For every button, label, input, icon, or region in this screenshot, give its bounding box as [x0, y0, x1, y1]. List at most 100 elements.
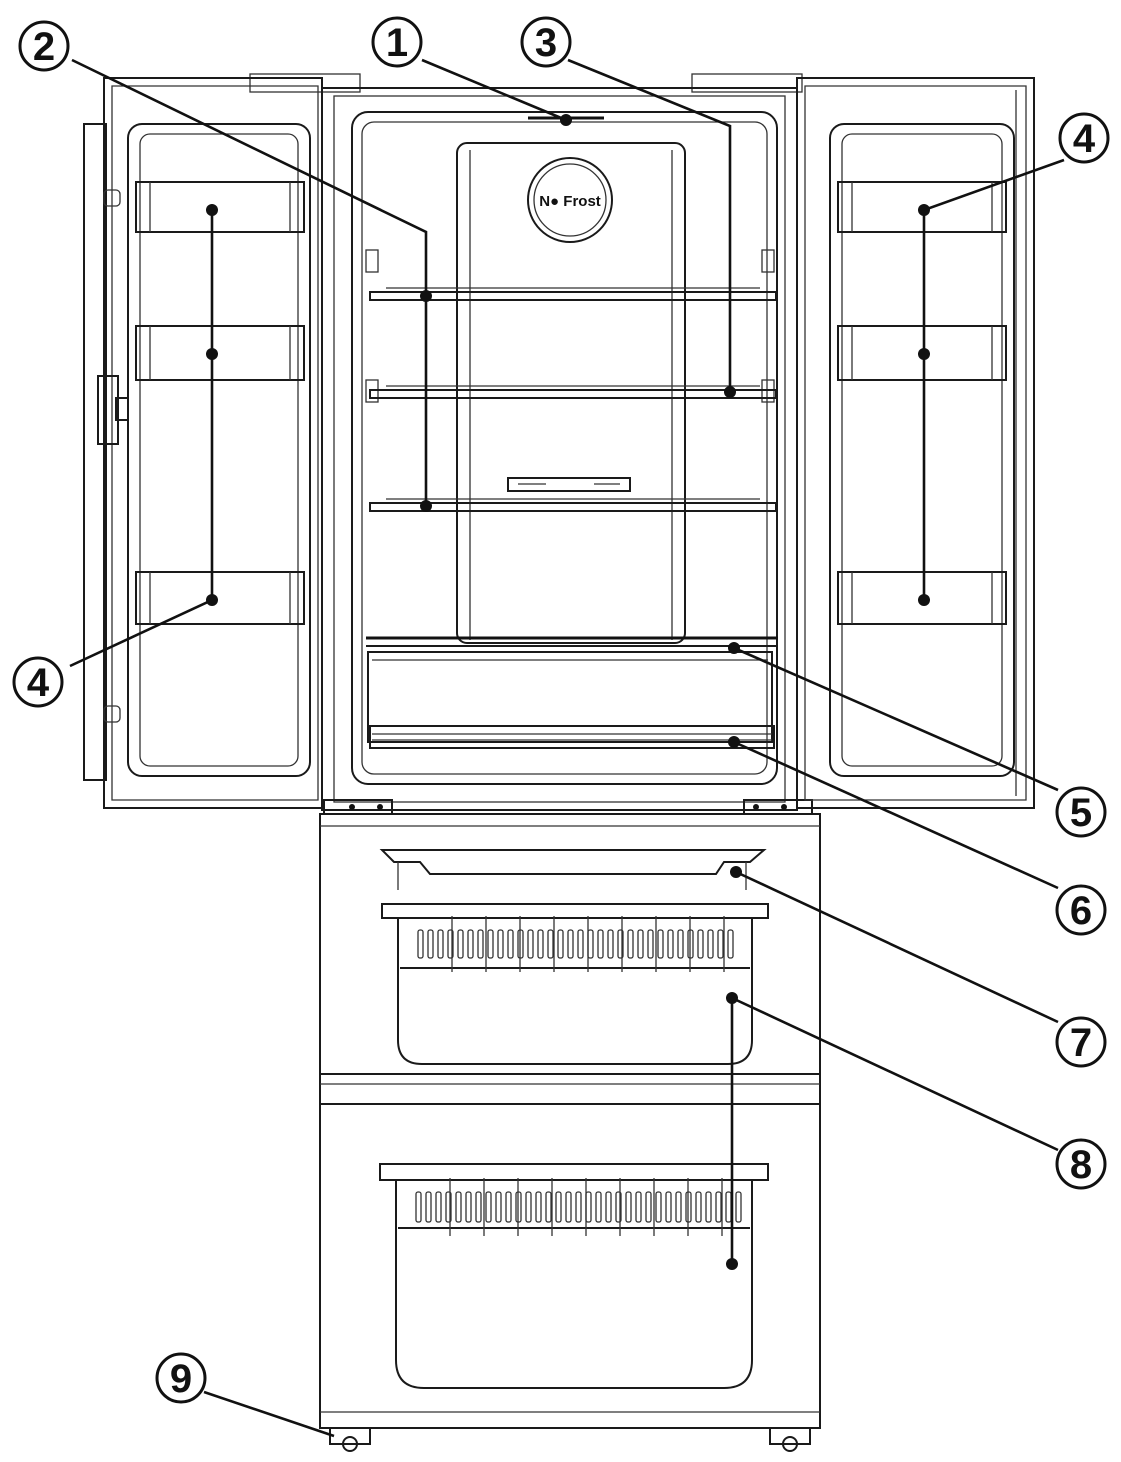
vent-slot [545, 1191, 552, 1223]
callout-3: 3 [520, 16, 572, 68]
leader-5 [733, 646, 1059, 792]
leader-8 [730, 995, 1059, 1264]
vent-slot [497, 929, 504, 959]
vent-slot [597, 929, 604, 959]
right-door-liner [829, 123, 1015, 777]
vent-slot [415, 1191, 422, 1223]
vent-slot [587, 929, 594, 959]
callout-5: 5 [1055, 786, 1107, 838]
freezer-basket-upper [381, 903, 769, 1065]
vent-slot [425, 1191, 432, 1223]
vent-slot [707, 929, 714, 959]
no-frost-badge: N● Frost [527, 157, 613, 243]
left-door-liner [127, 123, 311, 777]
callout-4-right: 4 [1058, 112, 1110, 164]
vent-slot [535, 1191, 542, 1223]
leader-7 [735, 870, 1059, 1024]
shelf-2 [369, 389, 777, 399]
right-door-bin-3 [837, 571, 1007, 625]
vent-slot [725, 1191, 732, 1223]
vent-slot [565, 1191, 572, 1223]
vent-slot [527, 929, 534, 959]
vent-slot [485, 1191, 492, 1223]
right-door [796, 77, 1035, 809]
vent-slot [635, 1191, 642, 1223]
no-frost-text: N● Frost [539, 193, 601, 210]
vent-slot [645, 1191, 652, 1223]
vent-slot [617, 929, 624, 959]
adjustable-feet [329, 1427, 811, 1452]
vent-slot [657, 929, 664, 959]
vent-slot [577, 929, 584, 959]
callout-7: 7 [1055, 1016, 1107, 1068]
callout-2: 2 [18, 20, 70, 72]
freezer-tray [379, 849, 767, 875]
leader-lines [69, 58, 1065, 1438]
left-door-bin-2 [135, 325, 305, 381]
vent-slot [447, 929, 454, 959]
basket-lower-slots [415, 1178, 742, 1236]
vent-slot [467, 929, 474, 959]
vent-slot [627, 929, 634, 959]
vent-slot [537, 929, 544, 959]
shelf-1 [369, 291, 777, 301]
svg-text:5: 5 [1070, 791, 1092, 835]
leader-3 [567, 58, 732, 392]
svg-text:4: 4 [1073, 117, 1096, 161]
vent-slot [507, 929, 514, 959]
callout-1: 1 [371, 16, 423, 68]
vent-slot [647, 929, 654, 959]
top-cap-right [691, 73, 803, 93]
vent-slot [605, 1191, 612, 1223]
vent-slot [495, 1191, 502, 1223]
freezer-basket-lower [379, 1163, 769, 1389]
vent-slot [525, 1191, 532, 1223]
back-panel [456, 142, 686, 644]
callouts: 1 2 3 4 4 5 6 7 [12, 16, 1110, 1404]
leader-4-left [69, 210, 214, 668]
shelf-3 [369, 502, 777, 512]
leader-6 [733, 740, 1059, 890]
leader-9 [203, 1390, 335, 1438]
vent-slot [475, 1191, 482, 1223]
callout-4-left: 4 [12, 656, 64, 708]
vent-slot [625, 1191, 632, 1223]
svg-text:7: 7 [1070, 1021, 1092, 1065]
vent-slot [427, 929, 434, 959]
vent-slot [615, 1191, 622, 1223]
top-cap-left [249, 73, 361, 93]
basket-upper-slots [417, 916, 734, 972]
left-door-bin-1 [135, 181, 305, 233]
fridge-cabinet: N● Frost [249, 73, 813, 815]
callout-9: 9 [155, 1352, 207, 1404]
vent-slot [665, 1191, 672, 1223]
vent-slot [607, 929, 614, 959]
vent-slot [705, 1191, 712, 1223]
vent-slot [697, 929, 704, 959]
vent-slot [435, 1191, 442, 1223]
left-door-bin-3 [135, 571, 305, 625]
leader-1 [421, 58, 567, 122]
vent-slot [735, 1191, 742, 1223]
vent-slot [727, 929, 734, 959]
right-door-bin-1 [837, 181, 1007, 233]
vent-slot [675, 1191, 682, 1223]
vent-slot [437, 929, 444, 959]
svg-text:2: 2 [33, 25, 55, 69]
callout-8: 8 [1055, 1138, 1107, 1190]
fridge-liner [351, 111, 778, 785]
vent-slot [477, 929, 484, 959]
svg-text:1: 1 [386, 21, 408, 65]
vent-slot [667, 929, 674, 959]
vent-slot [585, 1191, 592, 1223]
freezer-section [319, 813, 821, 1452]
freezer-cabinet [319, 813, 821, 1429]
vent-slot [557, 929, 564, 959]
crisper-drawer [367, 651, 773, 743]
svg-text:6: 6 [1070, 889, 1092, 933]
glass-shelves [369, 287, 777, 512]
leader-2 [71, 58, 428, 506]
svg-text:4: 4 [27, 661, 50, 705]
vent-slot [717, 929, 724, 959]
